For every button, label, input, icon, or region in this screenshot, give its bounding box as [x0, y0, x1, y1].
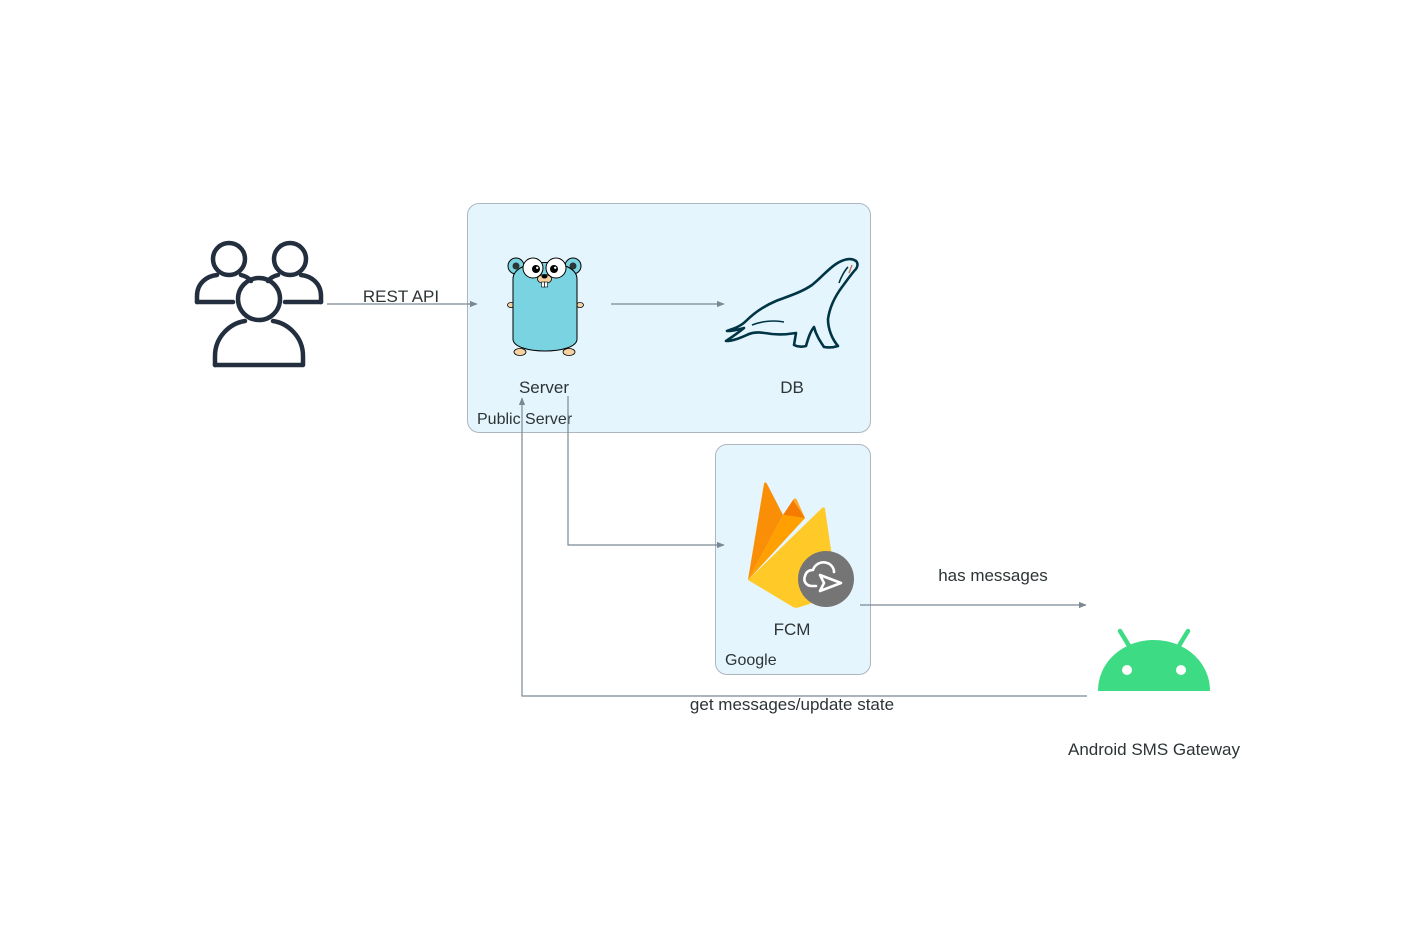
firebase-cloud-messaging-icon — [748, 482, 854, 608]
edge-label-get-messages: get messages/update state — [689, 695, 895, 714]
node-label-db: DB — [780, 378, 804, 397]
node-label-fcm: FCM — [773, 620, 811, 639]
mariadb-seal-icon — [724, 257, 859, 349]
cluster-google-label: Google — [725, 652, 777, 669]
android-icon — [1098, 628, 1210, 691]
go-gopher-icon — [507, 257, 584, 356]
node-label-android: Android SMS Gateway — [1068, 740, 1240, 759]
node-label-server: Server — [518, 378, 570, 397]
edge-android-server — [518, 397, 1087, 697]
edge-label-rest-api: REST API — [362, 287, 440, 306]
edge-label-has-messages: has messages — [938, 566, 1048, 585]
users-icon — [194, 240, 324, 368]
edge-server-fcm — [567, 396, 725, 549]
cluster-public-server-label: Public Server — [477, 411, 573, 428]
